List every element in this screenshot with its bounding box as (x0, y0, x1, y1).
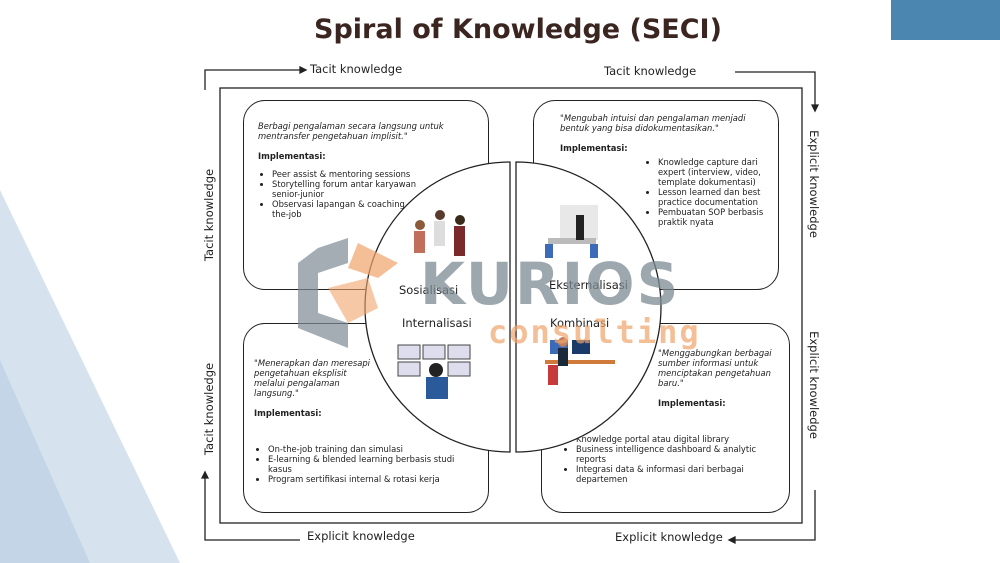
quote: "Menerapkan dan meresapi pengetahuan eks… (254, 358, 370, 398)
quadrant-name-kombinasi: Kombinasi (550, 316, 610, 330)
list-item: E-learning & blended learning berbasis s… (268, 454, 478, 474)
accent-block (891, 0, 1000, 40)
label-bottom-right: Explicit knowledge (615, 530, 723, 544)
quadrant-kombinasi: "Menggabungkan berbagai sumber informasi… (541, 323, 790, 513)
impl-label: Implementasi: (560, 143, 628, 153)
quadrant-name-internalisasi: Internalisasi (402, 316, 472, 330)
impl-label: Implementasi: (258, 151, 326, 161)
quadrant-name-sosialisasi: Sosialisasi (399, 283, 459, 297)
quadrant-name-eksternalisasi: Eksternalisasi (549, 278, 628, 292)
impl-label: Implementasi: (254, 408, 322, 418)
list-item: Knowledge capture dari expert (interview… (658, 157, 764, 187)
list-item: Observasi lapangan & coaching on-the-job (272, 199, 422, 219)
list-item: Peer assist & mentoring sessions (272, 169, 422, 179)
label-left-bottom: Tacit knowledge (202, 362, 217, 456)
quote: "Menggabungkan berbagai sumber informasi… (658, 348, 772, 388)
list-item: On-the-job training dan simulasi (268, 444, 478, 454)
page-title: Spiral of Knowledge (SECI) (314, 14, 722, 45)
list-item: Pembuatan SOP berbasis praktik nyata (658, 207, 764, 227)
label-top-left: Tacit knowledge (310, 62, 403, 76)
quote: Berbagi pengalaman secara langsung untuk… (258, 121, 444, 141)
label-bottom-left: Explicit knowledge (307, 529, 415, 543)
flow-arrows (200, 65, 820, 545)
list-item: Storytelling forum antar karyawan senior… (272, 179, 422, 199)
outer-frame (219, 87, 803, 524)
list-item: Business intelligence dashboard & analyt… (576, 444, 775, 464)
watermark-sub: consulting (488, 313, 701, 351)
label-right-top: Explicit knowledge (806, 130, 821, 238)
list-item: Knowledge portal atau digital library (576, 434, 775, 444)
list-item: Program sertifikasi internal & rotasi ke… (268, 474, 478, 484)
watermark-logo: KURIOS (420, 250, 681, 318)
list-item: Lesson learned dan best practice documen… (658, 187, 764, 207)
label-top-right: Tacit knowledge (604, 64, 697, 78)
quote: "Mengubah intuisi dan pengalaman menjadi… (560, 113, 746, 133)
label-left-top: Tacit knowledge (202, 168, 217, 262)
impl-label: Implementasi: (658, 398, 726, 408)
label-right-bottom: Explicit knowledge (806, 331, 821, 439)
quadrant-internalisasi: "Menerapkan dan meresapi pengetahuan eks… (243, 323, 489, 513)
side-shape-inner (0, 360, 90, 563)
list-item: Integrasi data & informasi dari berbagai… (576, 464, 775, 484)
